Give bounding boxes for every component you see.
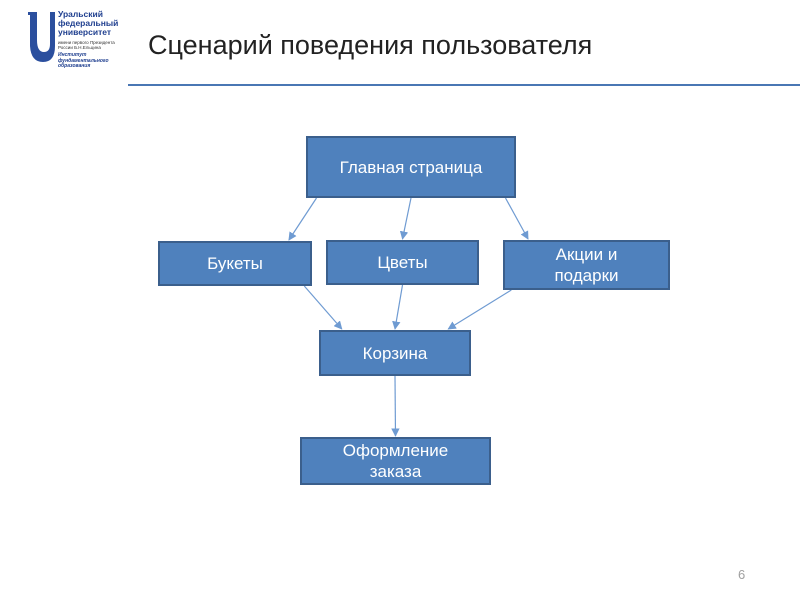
edge-main-to-bouquets <box>288 197 318 241</box>
node-flowers: Цветы <box>326 240 479 285</box>
logo-name-line-3: университет <box>58 27 112 37</box>
node-cart-label: Корзина <box>362 343 428 363</box>
page-number: 6 <box>738 567 746 582</box>
edge-main-to-promo <box>504 197 529 240</box>
edge-main-to-flowers <box>399 197 412 240</box>
node-bouquets: Букеты <box>158 241 312 286</box>
logo-name-line-1: Уральский <box>58 9 103 19</box>
logo-name-line-2: федеральный <box>58 18 119 28</box>
node-cart: Корзина <box>319 330 471 376</box>
edge-promo-to-cart <box>447 289 512 330</box>
node-checkout-label: Оформление заказа <box>342 441 449 481</box>
edge-bouquets-to-cart <box>303 285 343 330</box>
logo-institute: Институт фундаментального образования <box>58 52 109 69</box>
node-checkout: Оформление заказа <box>300 437 491 485</box>
node-promotions-gifts: Акции и подарки <box>503 240 670 290</box>
edge-cart-to-checkout <box>391 375 400 437</box>
slide-title: Сценарий поведения пользователя <box>148 30 593 60</box>
node-main-page: Главная страница <box>306 136 516 198</box>
ural-u-logo-icon <box>28 12 55 62</box>
edge-flowers-to-cart <box>392 284 404 330</box>
node-promotions-gifts-label: Акции и подарки <box>554 245 619 285</box>
title-divider <box>128 84 800 86</box>
logo-subtitle: имени первого Президента России Б.Н.Ельц… <box>58 40 115 50</box>
university-logo: Уральский федеральный университет имени … <box>28 10 123 80</box>
logo-text: Уральский федеральный университет имени … <box>58 10 120 70</box>
node-flowers-label: Цветы <box>377 253 428 272</box>
node-bouquets-label: Букеты <box>207 254 263 273</box>
node-main-page-label: Главная страница <box>339 157 483 177</box>
